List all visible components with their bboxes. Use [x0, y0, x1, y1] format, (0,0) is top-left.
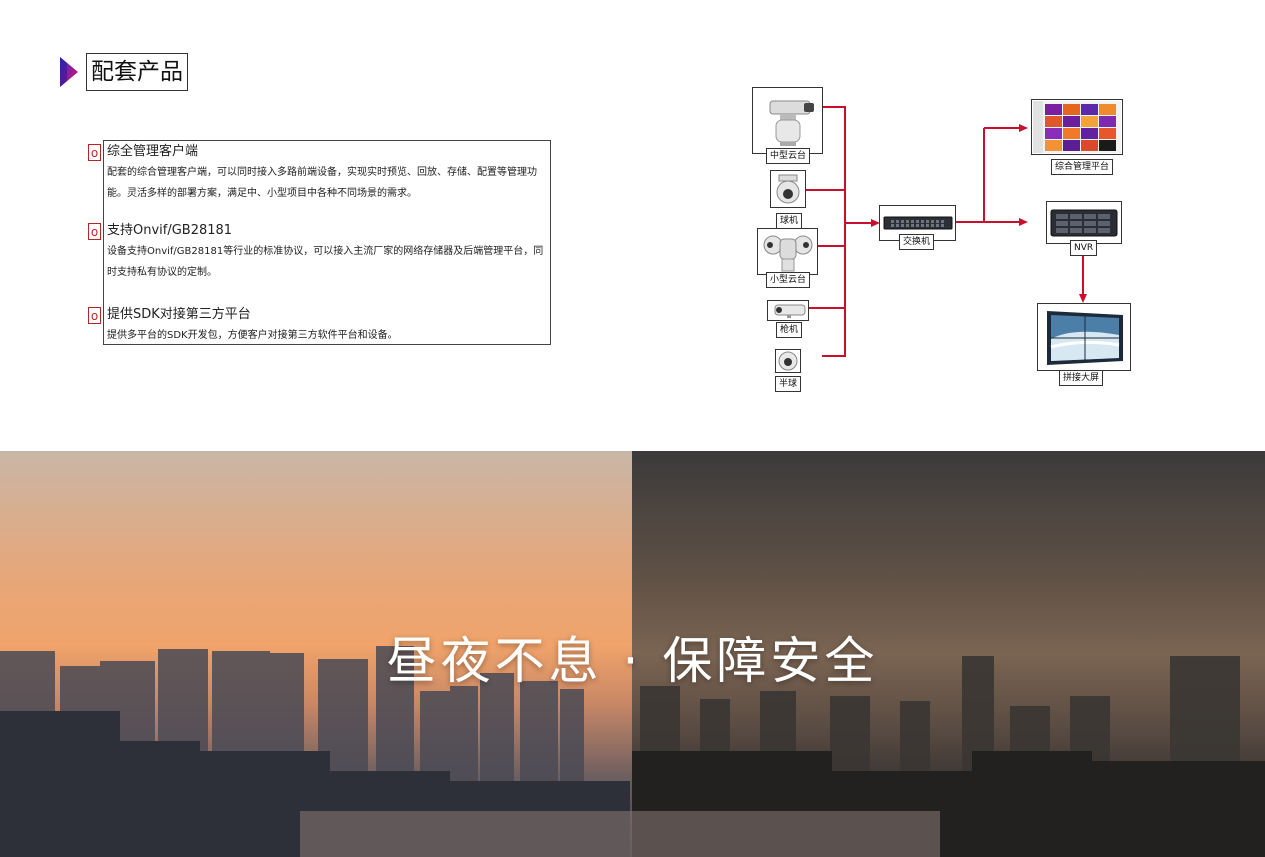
- device-label: 球机: [776, 213, 803, 229]
- feature-title: 支持Onvif/GB28181: [107, 223, 233, 238]
- dome-camera-icon: [770, 170, 806, 208]
- device-label: 中型云台: [766, 148, 811, 164]
- feature-bullet: o: [88, 144, 101, 161]
- nvr-icon: [1046, 201, 1122, 244]
- network-switch-icon: [879, 205, 956, 241]
- mini-dome-camera-icon: [775, 349, 801, 373]
- features-box: [103, 140, 551, 345]
- feature-title: 提供SDK对接第三方平台: [107, 307, 251, 322]
- bullet-camera-icon: [767, 300, 809, 321]
- platform-label: 综合管理平台: [1051, 159, 1114, 175]
- device-label: 枪机: [776, 322, 803, 338]
- feature-desc: 设备支持Onvif/GB28181等行业的标准协议，可以接入主流厂家的网络存储器…: [107, 246, 544, 278]
- management-screen-icon: [1031, 99, 1123, 155]
- switch-label: 交换机: [899, 234, 935, 250]
- banner-slogan: 昼夜不息 · 保障安全: [386, 632, 879, 690]
- feature-title: 综全管理客户端: [107, 144, 199, 159]
- city-skyline-illustration: [0, 646, 1265, 857]
- device-label: 半球: [775, 376, 802, 392]
- feature-bullet: o: [88, 307, 101, 324]
- video-wall-icon: [1037, 303, 1131, 371]
- nvr-label: NVR: [1070, 240, 1098, 256]
- small-ptz-camera-icon: [757, 228, 818, 275]
- device-label: 小型云台: [766, 272, 811, 288]
- section-title: 配套产品: [86, 53, 188, 91]
- videowall-label: 拼接大屏: [1059, 370, 1104, 386]
- day-night-banner: 昼夜不息 · 保障安全: [0, 451, 1265, 857]
- feature-bullet: o: [88, 223, 101, 240]
- ptz-camera-icon: [752, 87, 823, 154]
- section-marker-icon: [60, 57, 78, 87]
- feature-desc: 提供多平台的SDK开发包，方便客户对接第三方软件平台和设备。: [107, 330, 398, 341]
- feature-desc: 配套的综合管理客户端，可以同时接入多路前端设备，实现实时预览、回放、存储、配置等…: [107, 167, 537, 199]
